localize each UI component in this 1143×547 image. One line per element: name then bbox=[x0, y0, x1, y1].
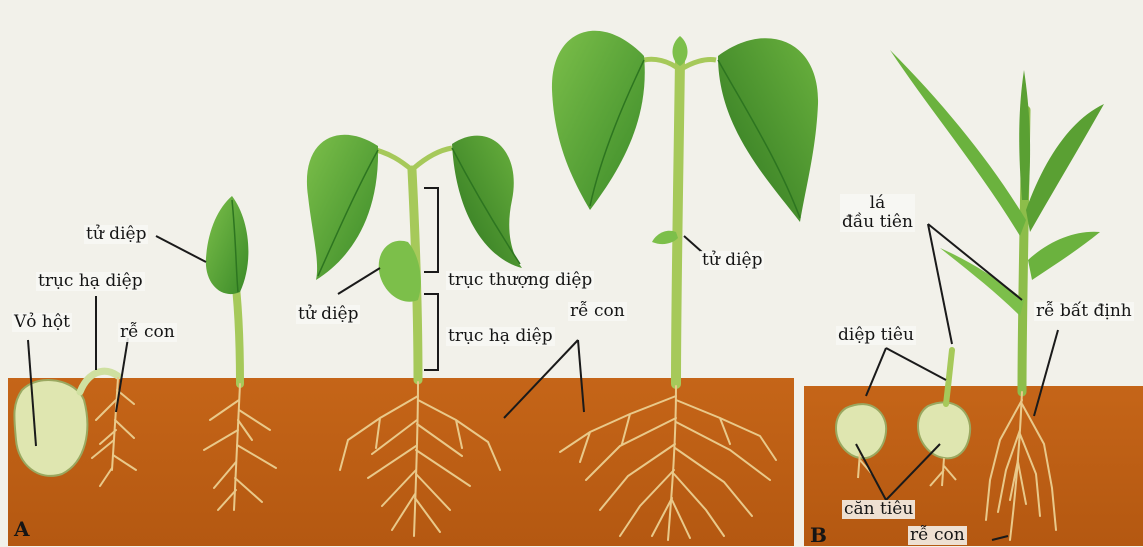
label-truc-ha-diep-1: trục hạ diệp bbox=[36, 272, 145, 291]
label-la-dau-tien: lá đầu tiên bbox=[840, 194, 915, 232]
label-tu-diep-2: tử diệp bbox=[296, 305, 360, 324]
leader-diep-tieu-b bbox=[886, 348, 946, 380]
label-tu-diep-1: tử diệp bbox=[84, 225, 148, 244]
leader-la-dau-tien-b bbox=[928, 224, 952, 344]
label-diep-tieu: diệp tiêu bbox=[836, 326, 916, 345]
label-tu-diep-3: tử diệp bbox=[700, 251, 764, 270]
leader-tu-diep-3 bbox=[684, 236, 702, 252]
label-vo-hot: Vỏ hột bbox=[12, 313, 72, 332]
panel-letter-a: A bbox=[12, 520, 32, 539]
label-truc-ha-diep-2: trục hạ diệp bbox=[446, 327, 555, 346]
label-can-tieu: căn tiêu bbox=[842, 500, 915, 519]
label-re-con-b: rễ con bbox=[908, 526, 967, 545]
label-re-con-2: rễ con bbox=[568, 302, 627, 321]
panel-letter-b: B bbox=[808, 526, 829, 545]
panel-divider bbox=[794, 370, 804, 546]
leader-tu-diep-2 bbox=[338, 268, 380, 294]
label-truc-thuong-diep: trục thượng diệp bbox=[446, 271, 594, 290]
leader-la-dau-tien-a bbox=[928, 224, 1022, 300]
label-re-bat-dinh: rễ bất định bbox=[1034, 302, 1134, 321]
label-re-con-1: rễ con bbox=[118, 323, 177, 342]
leader-tu-diep-1 bbox=[156, 236, 206, 262]
